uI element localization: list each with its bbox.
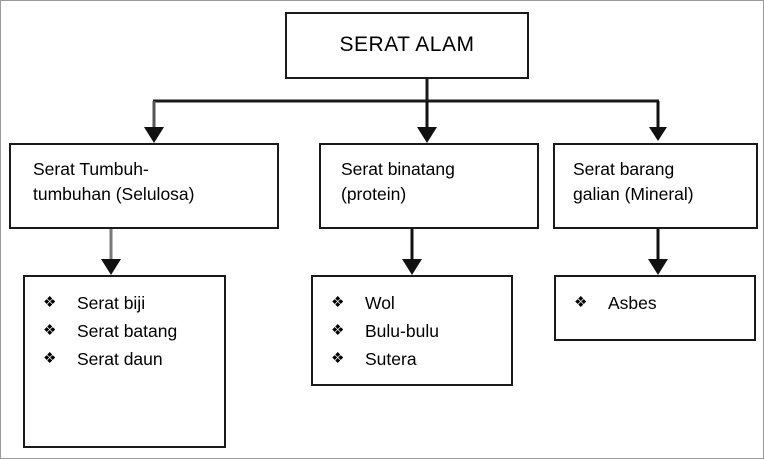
- list-item[interactable]: ❖ Bulu-bulu: [331, 317, 503, 345]
- node-list-galian[interactable]: ❖ Asbes: [554, 275, 756, 341]
- list-item-label: Serat batang: [77, 321, 178, 341]
- list-item[interactable]: ❖ Serat daun: [43, 345, 216, 373]
- list-item[interactable]: ❖ Asbes: [574, 289, 746, 317]
- diamond-bullet-icon: ❖: [43, 294, 57, 311]
- list-item-label: Bulu-bulu: [365, 321, 439, 341]
- diamond-bullet-icon: ❖: [43, 350, 57, 367]
- list-item-label: Sutera: [365, 349, 417, 369]
- node-serat-alam[interactable]: SERAT ALAM: [285, 12, 529, 79]
- node-serat-binatang-label: Serat binatang (protein): [341, 159, 455, 204]
- list-item-label: Serat daun: [77, 349, 163, 369]
- node-serat-barang-galian[interactable]: Serat barang galian (Mineral): [553, 143, 758, 229]
- diamond-bullet-icon: ❖: [43, 322, 57, 339]
- node-list-binatang[interactable]: ❖ Wol ❖ Bulu-bulu ❖ Sutera: [311, 275, 513, 386]
- diamond-bullet-icon: ❖: [331, 322, 345, 339]
- node-list-tumbuhan[interactable]: ❖ Serat biji ❖ Serat batang ❖ Serat daun: [23, 275, 226, 448]
- list-tumbuhan-items: ❖ Serat biji ❖ Serat batang ❖ Serat daun: [43, 289, 216, 373]
- node-serat-binatang[interactable]: Serat binatang (protein): [319, 143, 539, 229]
- list-binatang-items: ❖ Wol ❖ Bulu-bulu ❖ Sutera: [331, 289, 503, 373]
- node-serat-tumbuhan-label: Serat Tumbuh- tumbuhan (Selulosa): [33, 159, 195, 204]
- diamond-bullet-icon: ❖: [331, 350, 345, 367]
- node-serat-alam-label: SERAT ALAM: [339, 33, 475, 56]
- list-item[interactable]: ❖ Wol: [331, 289, 503, 317]
- list-item-label: Asbes: [608, 293, 657, 313]
- list-item-label: Serat biji: [77, 293, 146, 313]
- list-galian-items: ❖ Asbes: [574, 289, 746, 317]
- list-item[interactable]: ❖ Serat batang: [43, 317, 216, 345]
- list-item[interactable]: ❖ Sutera: [331, 345, 503, 373]
- list-item[interactable]: ❖ Serat biji: [43, 289, 216, 317]
- node-serat-barang-galian-label: Serat barang galian (Mineral): [573, 159, 694, 204]
- node-serat-tumbuhan[interactable]: Serat Tumbuh- tumbuhan (Selulosa): [9, 143, 279, 229]
- list-item-label: Wol: [365, 293, 395, 313]
- diamond-bullet-icon: ❖: [331, 294, 345, 311]
- diamond-bullet-icon: ❖: [574, 294, 588, 311]
